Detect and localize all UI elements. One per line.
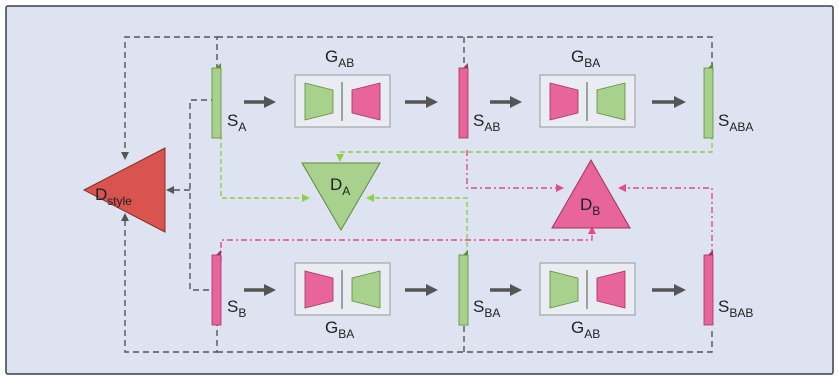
label-g-ab-top: GAB bbox=[325, 47, 354, 70]
label-s-a: SA bbox=[227, 111, 246, 134]
label-s-ba: SBA bbox=[473, 297, 500, 320]
style-bar-s-bab bbox=[703, 250, 714, 326]
discriminator-a-lines bbox=[220, 135, 713, 255]
generator-g-ab-bottom bbox=[539, 262, 636, 316]
style-bar-s-ab bbox=[458, 63, 469, 139]
label-s-aba: SABA bbox=[718, 111, 753, 134]
generator-g-ba-bottom bbox=[294, 262, 391, 316]
style-bar-s-a bbox=[211, 63, 222, 139]
label-s-ab: SAB bbox=[473, 111, 500, 134]
generator-g-ab-top bbox=[294, 74, 391, 128]
label-d-a: DA bbox=[330, 175, 350, 198]
discriminator-style-triangle bbox=[82, 147, 166, 233]
label-d-style: Dstyle bbox=[95, 185, 132, 208]
generator-g-ba-top bbox=[539, 74, 636, 128]
label-d-b: DB bbox=[580, 195, 600, 218]
style-bar-s-ba bbox=[458, 250, 469, 326]
discriminator-a-triangle bbox=[301, 162, 381, 231]
discriminator-b-triangle bbox=[551, 158, 631, 229]
label-g-ba-top: GBA bbox=[571, 47, 600, 70]
style-bar-s-b bbox=[211, 250, 222, 326]
label-g-ba-bottom: GBA bbox=[325, 318, 354, 341]
style-bar-s-aba bbox=[703, 63, 714, 139]
label-g-ab-bottom: GAB bbox=[571, 318, 600, 341]
label-s-b: SB bbox=[227, 297, 246, 320]
style-feedback-lines bbox=[121, 36, 713, 353]
label-s-bab: SBAB bbox=[718, 297, 753, 320]
flow-arrows bbox=[244, 96, 686, 296]
